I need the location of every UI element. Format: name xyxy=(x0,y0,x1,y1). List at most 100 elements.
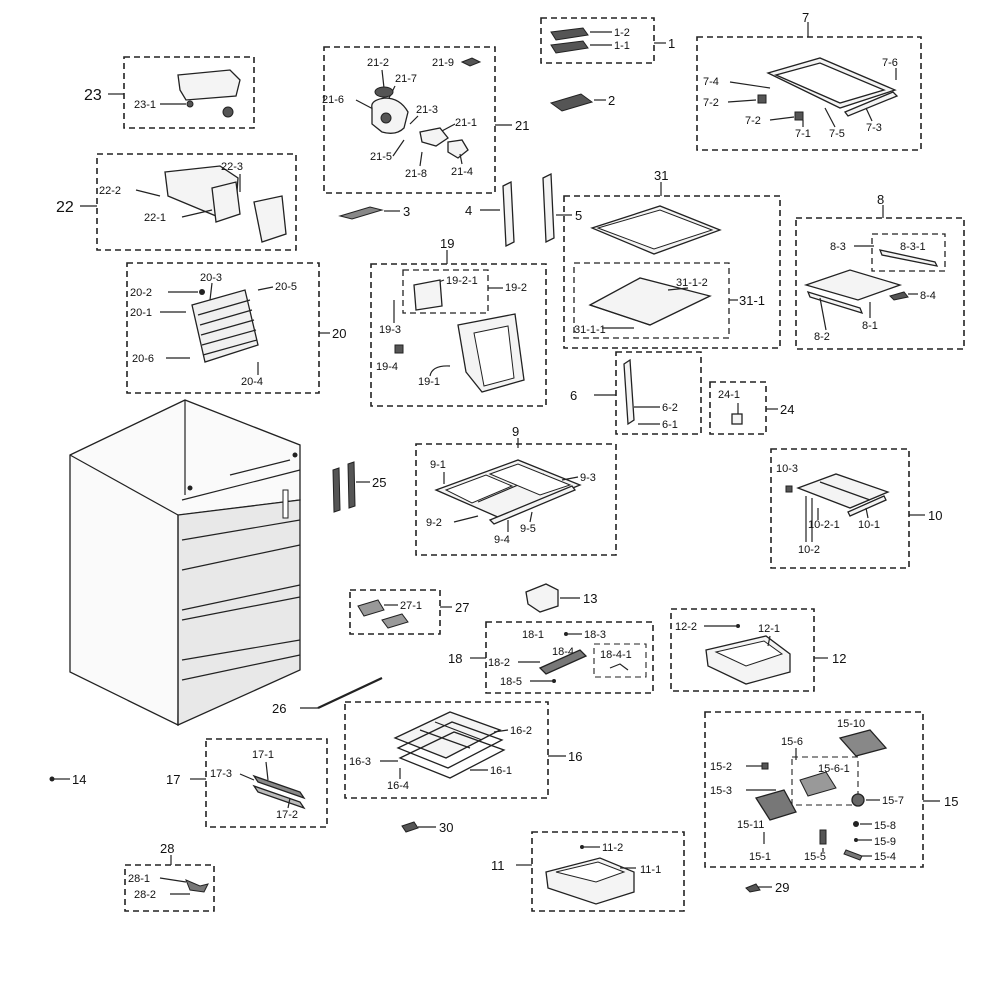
label-3: 3 xyxy=(403,204,410,219)
label-26: 26 xyxy=(272,701,286,716)
label-21-6: 21-6 xyxy=(322,94,344,106)
group-30: 30 xyxy=(401,820,453,835)
label-15-9: 15-9 xyxy=(874,836,896,848)
label-1-2: 1-2 xyxy=(614,27,630,39)
label-12: 12 xyxy=(832,651,846,666)
group-12: 12 12-2 12-1 xyxy=(670,608,846,692)
label-1-1: 1-1 xyxy=(614,40,630,52)
label-11-1: 11-1 xyxy=(640,864,661,876)
label-15: 15 xyxy=(944,794,958,809)
label-19: 19 xyxy=(440,236,454,251)
group-18: 18 18-1 18-3 18-4 18-4-1 18-2 18-5 xyxy=(448,621,654,694)
label-10-3: 10-3 xyxy=(776,463,798,475)
label-31-1: 31-1 xyxy=(739,293,765,308)
label-12-1: 12-1 xyxy=(758,623,780,635)
label-21-9: 21-9 xyxy=(432,57,454,69)
label-15-1: 15-1 xyxy=(749,851,771,863)
label-27-1: 27-1 xyxy=(400,600,422,612)
label-16-3: 16-3 xyxy=(349,756,371,768)
label-15-7: 15-7 xyxy=(882,795,904,807)
group-16: 16 16-2 16-3 16-1 16-4 xyxy=(344,701,582,799)
group-14: 14 xyxy=(49,772,86,787)
label-20-4: 20-4 xyxy=(241,376,263,388)
group-27: 27-1 27 xyxy=(349,589,469,635)
label-29: 29 xyxy=(775,880,789,895)
label-15-4: 15-4 xyxy=(874,851,896,863)
label-24: 24 xyxy=(780,402,794,417)
label-17-3: 17-3 xyxy=(210,768,232,780)
label-7: 7 xyxy=(802,10,809,25)
label-11-2: 11-2 xyxy=(602,842,623,854)
label-6-1: 6-1 xyxy=(662,419,678,431)
group-24: 24-1 24 xyxy=(709,381,794,435)
label-21-3: 21-3 xyxy=(416,104,438,116)
label-21-2: 21-2 xyxy=(367,57,389,69)
label-20-2: 20-2 xyxy=(130,287,152,299)
group-19: 19 19-2-1 19-2 19-3 19-4 19-1 xyxy=(370,236,547,407)
group-3: 3 xyxy=(338,204,410,220)
label-8-2: 8-2 xyxy=(814,331,830,343)
group-9: 9 9-1 9-3 9-2 9-5 9-4 xyxy=(415,424,617,556)
label-15-5: 15-5 xyxy=(804,851,826,863)
label-10: 10 xyxy=(928,508,942,523)
label-20: 20 xyxy=(332,326,346,341)
label-15-11: 15-11 xyxy=(737,819,764,831)
label-27: 27 xyxy=(455,600,469,615)
label-17: 17 xyxy=(166,772,180,787)
group-25: 25 xyxy=(332,461,386,513)
group-8: 8 8-3-1 8-3 8-4 8-1 8-2 xyxy=(795,192,965,350)
label-8-3: 8-3 xyxy=(830,241,846,253)
label-10-2-1: 10-2-1 xyxy=(808,519,840,531)
label-20-3: 20-3 xyxy=(200,272,222,284)
label-31: 31 xyxy=(654,168,668,183)
label-9-3: 9-3 xyxy=(580,472,596,484)
label-12-2: 12-2 xyxy=(675,621,697,633)
label-13: 13 xyxy=(583,591,597,606)
label-15-8: 15-8 xyxy=(874,820,896,832)
label-21-1: 21-1 xyxy=(455,117,477,129)
label-19-3: 19-3 xyxy=(379,324,401,336)
label-7-3: 7-3 xyxy=(866,122,882,134)
group-26: 26 xyxy=(272,677,383,716)
label-9: 9 xyxy=(512,424,519,439)
label-7-1: 7-1 xyxy=(795,128,811,140)
label-16: 16 xyxy=(568,749,582,764)
label-30: 30 xyxy=(439,820,453,835)
label-19-2-1: 19-2-1 xyxy=(446,275,478,287)
group-11: 11 11-2 11-1 xyxy=(491,831,685,912)
label-18-4-1: 18-4-1 xyxy=(600,649,632,661)
label-21-7: 21-7 xyxy=(395,73,417,85)
label-18-1: 18-1 xyxy=(522,629,544,641)
label-9-1: 9-1 xyxy=(430,459,446,471)
label-8-3-1: 8-3-1 xyxy=(900,241,926,253)
label-16-2: 16-2 xyxy=(510,725,532,737)
label-7-2b: 7-2 xyxy=(745,115,761,127)
group-2: 2 xyxy=(549,93,615,112)
label-18-3: 18-3 xyxy=(584,629,606,641)
label-28-1: 28-1 xyxy=(128,873,150,885)
label-16-4: 16-4 xyxy=(387,780,409,792)
label-7-4: 7-4 xyxy=(703,76,719,88)
group-21: 21 21-9 21-2 21-7 21-6 21-3 21-1 21-5 21… xyxy=(322,46,529,194)
label-19-4: 19-4 xyxy=(376,361,398,373)
label-5: 5 xyxy=(575,208,582,223)
label-18-2: 18-2 xyxy=(488,657,510,669)
label-9-5: 9-5 xyxy=(520,523,536,535)
group-13: 13 xyxy=(525,583,597,613)
label-6: 6 xyxy=(570,388,577,403)
label-21-4: 21-4 xyxy=(451,166,473,178)
group-22: 22 22-3 22-2 22-1 xyxy=(56,153,297,251)
label-2: 2 xyxy=(608,93,615,108)
label-31-1-2: 31-1-2 xyxy=(676,277,708,289)
group-15: 15 15-10 15-6 15-6-1 15-2 15-3 15-7 15-1… xyxy=(704,711,958,868)
label-18: 18 xyxy=(448,651,462,666)
label-19-1: 19-1 xyxy=(418,376,440,388)
label-8-1: 8-1 xyxy=(862,320,878,332)
label-7-5: 7-5 xyxy=(829,128,845,140)
label-18-5: 18-5 xyxy=(500,676,522,688)
label-1: 1 xyxy=(668,36,675,51)
label-14: 14 xyxy=(72,772,86,787)
label-8-4: 8-4 xyxy=(920,290,936,302)
label-8: 8 xyxy=(877,192,884,207)
label-23: 23 xyxy=(84,87,102,104)
